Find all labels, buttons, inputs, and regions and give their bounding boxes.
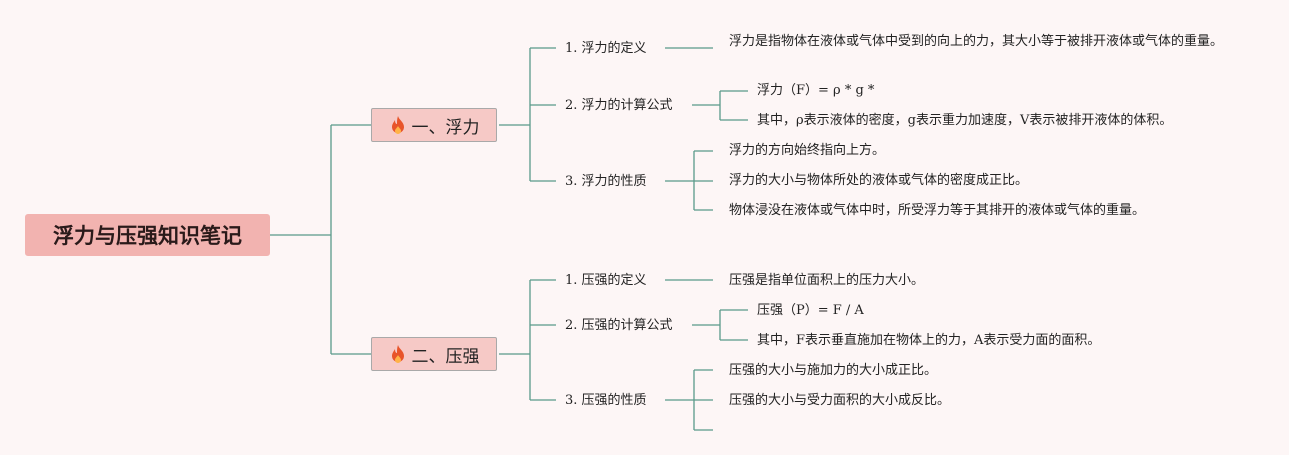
fire-icon: [389, 344, 407, 364]
branch-buoyancy[interactable]: 一、浮力: [371, 108, 497, 142]
leaf-pressure-definition[interactable]: 压强是指单位面积上的压力大小。: [729, 273, 925, 288]
branch-label: 一、浮力: [411, 117, 480, 138]
leaf-buoyancy-definition[interactable]: 浮力是指物体在液体或气体中受到的向上的力，其大小等于被排开液体或气体的重量。: [729, 34, 1224, 49]
subtopic-buoyancy-formula[interactable]: 2. 浮力的计算公式: [565, 98, 673, 113]
mindmap-root[interactable]: 浮力与压强知识笔记: [25, 214, 270, 256]
leaf-buoyancy-formula-note[interactable]: 其中，ρ表示液体的密度，g表示重力加速度，V表示被排开液体的体积。: [757, 113, 1173, 128]
subtopic-pressure-formula[interactable]: 2. 压强的计算公式: [565, 318, 673, 333]
leaf-buoyancy-formula[interactable]: 浮力（F）= ρ * g *: [757, 83, 875, 98]
leaf-buoyancy-property[interactable]: 物体浸没在液体或气体中时，所受浮力等于其排开的液体或气体的重量。: [729, 203, 1146, 218]
leaf-pressure-property[interactable]: 压强的大小与施加力的大小成正比。: [729, 363, 938, 378]
leaf-pressure-formula-note[interactable]: 其中，F表示垂直施加在物体上的力，A表示受力面的面积。: [757, 333, 1101, 348]
fire-icon: [389, 115, 407, 135]
subtopic-pressure-properties[interactable]: 3. 压强的性质: [565, 393, 647, 408]
leaf-pressure-property[interactable]: 压强的大小与受力面积的大小成反比。: [729, 393, 951, 408]
leaf-pressure-formula[interactable]: 压强（P）= F / A: [757, 303, 864, 318]
branch-pressure[interactable]: 二、压强: [371, 337, 497, 371]
subtopic-pressure-definition[interactable]: 1. 压强的定义: [565, 273, 647, 288]
subtopic-buoyancy-definition[interactable]: 1. 浮力的定义: [565, 41, 647, 56]
leaf-buoyancy-property[interactable]: 浮力的大小与物体所处的液体或气体的密度成正比。: [729, 173, 1029, 188]
leaf-buoyancy-property[interactable]: 浮力的方向始终指向上方。: [729, 143, 886, 158]
branch-label: 二、压强: [411, 346, 480, 367]
subtopic-buoyancy-properties[interactable]: 3. 浮力的性质: [565, 174, 647, 189]
